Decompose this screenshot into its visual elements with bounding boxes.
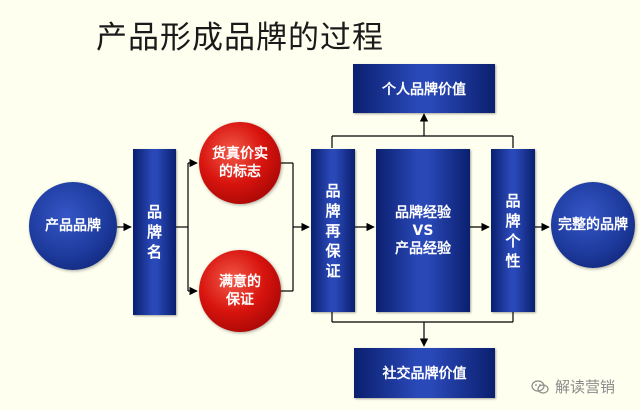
page-title: 产品形成品牌的过程	[96, 20, 384, 56]
product-brand-label: 产品品牌	[45, 218, 101, 234]
wechat-icon	[531, 379, 549, 394]
brand-personality-box: 品 牌 个 性	[491, 149, 535, 312]
watermark: 解读营销	[531, 376, 615, 397]
personal-value-box: 个人品牌价值	[353, 64, 495, 113]
brand-vs-product-label: 品牌经验 VS 产品经验	[395, 204, 451, 257]
brand-name-box: 品 牌 名	[133, 149, 176, 315]
personal-value-label: 个人品牌价值	[382, 81, 466, 98]
brand-guarantee-box: 品 牌 再 保 证	[311, 149, 355, 312]
brand-vs-product-box: 品牌经验 VS 产品经验	[376, 149, 470, 312]
satisfaction-label: 满意的 保证	[219, 274, 261, 308]
brand-name-label: 品 牌 名	[146, 203, 162, 261]
social-value-label: 社交品牌价值	[382, 366, 467, 382]
brand-personality-label: 品 牌 个 性	[505, 191, 521, 270]
quality-mark-label: 货真价实 的标志	[212, 146, 268, 180]
complete-brand-circle: 完整的品牌	[551, 182, 635, 268]
satisfaction-circle: 满意的 保证	[199, 250, 281, 332]
quality-mark-circle: 货真价实 的标志	[199, 122, 281, 204]
product-brand-circle: 产品品牌	[29, 182, 117, 270]
watermark-text: 解读营销	[555, 378, 616, 396]
brand-guarantee-label: 品 牌 再 保 证	[325, 181, 341, 280]
social-value-box: 社交品牌价值	[354, 348, 495, 398]
complete-brand-label: 完整的品牌	[558, 217, 628, 233]
